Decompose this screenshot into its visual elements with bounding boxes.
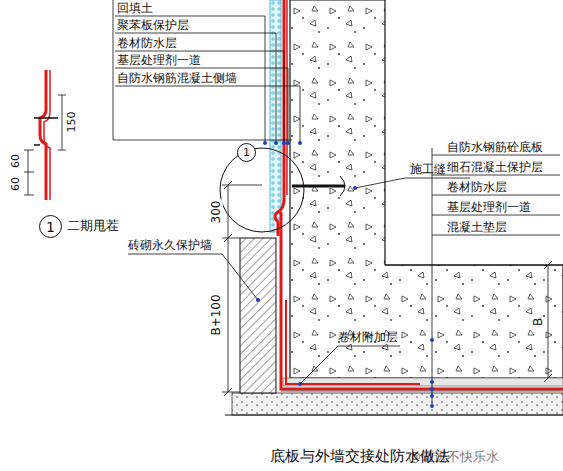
dimension: 60 [9,153,22,169]
callout-text: 卷材防水层 [117,36,177,50]
dimension: 150 [65,111,78,134]
callout-text: 细石混凝土保护层 [447,160,543,174]
callout-text: 混凝土垫层 [447,220,507,234]
callout-text: 卷材附加层 [338,330,398,344]
callout-text: 自防水钢筋混凝土侧墙 [117,71,237,85]
dimension: 60 [9,176,22,192]
callout-text: 基层处理剂一道 [117,53,201,67]
caption: 底板与外墙交接处防水做法 [270,447,450,465]
detail-number: 1 [46,220,55,234]
detail-number: 1 [243,147,250,158]
detail-title: 二期甩茬 [67,218,119,234]
callout-text: 基层处理剂一道 [447,200,531,214]
dimension: B [531,317,545,327]
dimension: 300 [209,200,223,225]
dimension: B+100 [209,293,223,336]
callout-text: 卷材防水层 [447,180,507,194]
index-circle: 1 [237,143,256,162]
callout-text: 自防水钢筋砼底板 [447,140,543,154]
detail-circle: 1 [39,215,62,238]
callout-text: 回填土 [117,1,153,15]
callout-text: 聚苯板保护层 [117,18,189,32]
joint-label: 施工缝 [410,162,446,176]
callout-text: 砖砌永久保护墙 [128,238,212,252]
